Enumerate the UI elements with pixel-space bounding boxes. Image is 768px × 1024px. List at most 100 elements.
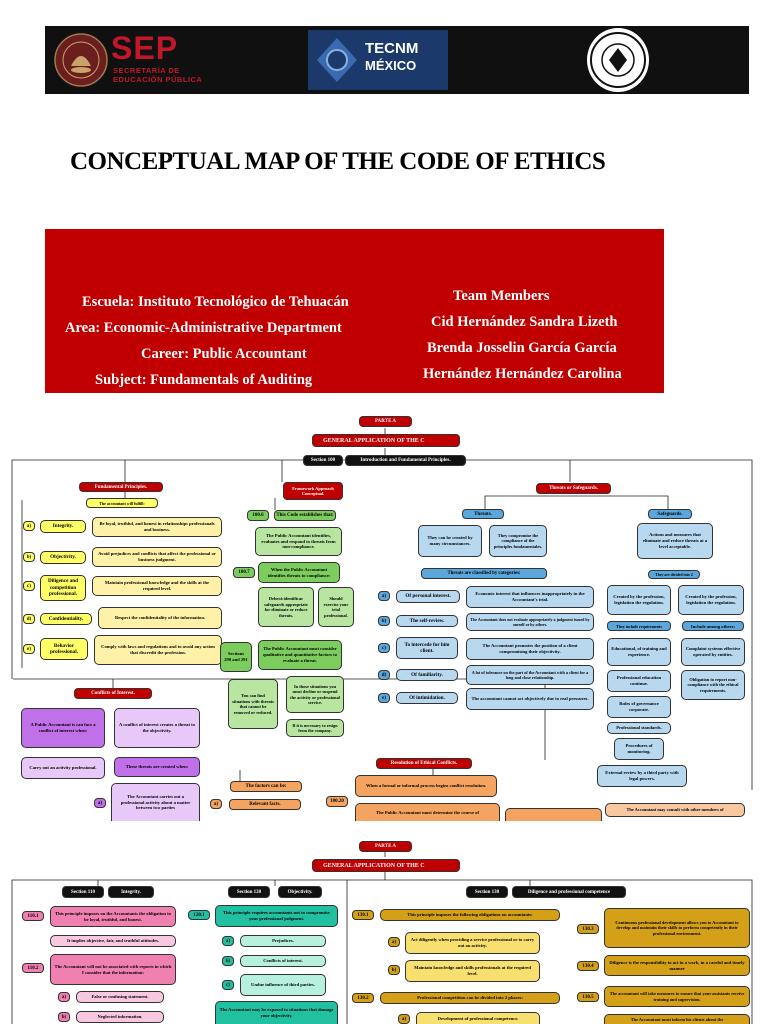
consult-members: The Accountant may consult with other me… — [605, 803, 745, 817]
prejudices: Prejudices. — [240, 935, 326, 947]
principle-b-key: b) — [23, 552, 35, 562]
fundamental-principles-title: Fundamental Principles. — [79, 482, 163, 492]
tecnm-emblem-icon — [317, 38, 357, 82]
threat-e-key: e) — [378, 693, 390, 703]
tecnm-sub: MÉXICO — [365, 58, 417, 73]
should-exercise-trial: Should exercise your trial professional. — [318, 587, 354, 627]
threats-title: Threats. — [462, 509, 504, 519]
area-text: Area: Economic-Administrative Department — [65, 320, 342, 336]
team-member-3: Hernández Hernández Carolina — [423, 366, 622, 382]
sg-external-review: External review by a third party with le… — [597, 765, 687, 787]
threat-d-key: d) — [378, 670, 390, 680]
objectivity-desc: This principle requires accountants not … — [215, 905, 338, 927]
principle-e-name: Behavior professional. — [40, 638, 88, 660]
undue-influence: Undue influence of third parties. — [240, 974, 326, 996]
subject-text: Subject: Fundamentals of Auditing — [95, 372, 313, 388]
sg-standards: Professional standards. — [607, 722, 671, 734]
n110-1: 110.1 — [22, 911, 44, 921]
page-title: CONCEPTUAL MAP OF THE CODE OF ETHICS — [70, 148, 606, 175]
safeguards-actions: Actions and measures that eliminate and … — [637, 523, 713, 559]
threat-c-name: To intercede for him client. — [396, 637, 458, 659]
carries-out-activity: The Accountant carries out a professiona… — [111, 783, 200, 821]
principle-e-key: e) — [23, 644, 35, 654]
principle-d-desc: Respect the confidentiality of the infor… — [98, 607, 222, 629]
team-member-2: Brenda Josselin García García — [427, 340, 617, 356]
not-associated: The Accountant will not be associated wi… — [50, 954, 176, 985]
n110-2: 110.2 — [22, 963, 44, 973]
conflicts-of-interest: Conflicts of interest. — [240, 955, 326, 967]
conflicts-interest-title: Conflicts of Interest. — [74, 688, 152, 699]
sg-governance: Rules of governance corporate. — [607, 696, 671, 718]
principle-c-desc: Maintain professional knowledge and the … — [92, 576, 222, 596]
threat-a-name: Of personal interest. — [396, 590, 460, 603]
false-statement: False or confusing statement. — [76, 991, 164, 1003]
created-by-profession-right: Created by the profession, legislation t… — [678, 585, 744, 615]
orange-connector-box — [505, 808, 602, 821]
sg-obligation-report: Obligation to report non-compliance with… — [681, 670, 745, 700]
threats-classified: Threats are classified by categories: — [421, 568, 547, 579]
development-key: a) — [398, 1014, 410, 1024]
implies-attitudes: It implies objective, fair, and truthful… — [50, 935, 176, 947]
threat-a-key: a) — [378, 591, 390, 601]
section-120: Section 120 — [228, 886, 270, 898]
section-110-integrity: Integrity. — [108, 886, 154, 898]
resolution-title: Resolution of Ethical Conflicts. — [376, 758, 472, 769]
map1-general-application: GENERAL APPLICATION OF THE C — [312, 434, 460, 447]
sep-logo-sub2: EDUCACIÓN PÚBLICA — [113, 75, 203, 84]
n130-4: 130.4 — [577, 961, 599, 971]
map2-general-application: GENERAL APPLICATION OF THE C — [312, 859, 460, 872]
section-130-diligence: Diligence and professional competence — [512, 886, 626, 898]
neglected-key: b) — [58, 1012, 70, 1022]
conflict-a-key: a) — [94, 798, 106, 808]
principle-c-name: Diligence and competition professional. — [40, 575, 86, 601]
section-120-objectivity: Objectivity. — [278, 886, 322, 898]
neglected-information: Neglected information. — [76, 1011, 164, 1023]
map1-section-100-title: Introduction and Fundamental Principles. — [345, 455, 466, 466]
threat-a-desc: Economic interest that influences inappr… — [466, 586, 594, 608]
relevant-facts-key: a) — [210, 799, 222, 809]
map2-parte-a: PARTE A — [359, 841, 412, 852]
sg-complaint-systems: Complaint systems effective operated by … — [681, 638, 745, 666]
must-consider-factors: The Public Accountant must consider qual… — [258, 640, 342, 670]
n130-2: 130.2 — [352, 993, 374, 1003]
section-100-20: 100.20 — [326, 796, 348, 807]
threats-compromise: They compromise the compliance of the pr… — [489, 525, 547, 557]
maintain-knowledge: Maintain knowledge and skills profession… — [405, 960, 540, 982]
divided-into-two: They are divided into 2 — [648, 570, 700, 579]
tecnm-name: TECNM — [365, 40, 419, 57]
principle-a-desc: Be loyal, truthful, and honest in relati… — [92, 517, 222, 537]
diligence-desc: This principle imposes the following obl… — [380, 909, 560, 921]
threat-d-name: Of familiarity. — [396, 669, 458, 681]
resign-company: If it is necessary to resign from the co… — [286, 719, 344, 737]
in-those-situations: In those situations you must decline or … — [286, 676, 344, 713]
principle-c-key: c) — [23, 581, 35, 591]
n130-3: 130.3 — [577, 924, 599, 934]
diligence-responsibility: Diligence is the responsibility to act i… — [604, 955, 750, 976]
school-text: Escuela: Instituto Tecnológico de Tehuac… — [82, 294, 349, 310]
threat-c-key: c) — [378, 643, 390, 653]
principle-e-desc: Comply with laws and regulations and to … — [94, 635, 222, 665]
principle-b-name: Objectivity. — [40, 551, 86, 564]
integrity-desc: This principle imposes on the Accountant… — [50, 906, 176, 927]
must-fulfill-label: The accountant will fulfill: — [86, 498, 158, 508]
section-130: Section 130 — [466, 886, 508, 898]
threats-created-when: These threats are created when: — [114, 757, 200, 777]
act-diligently-key: a) — [388, 937, 400, 947]
act-diligently: Act diligently when providing a service … — [405, 932, 540, 954]
sections-290-291: Sections 290 and 291 — [220, 642, 252, 672]
created-by-profession-left: Created by the profession, legislation t… — [607, 585, 671, 615]
factors-can-be: The factors can be: — [230, 781, 302, 792]
n120-1: 120.1 — [188, 910, 210, 920]
continuous-development: Continuous professional development allo… — [604, 908, 750, 948]
sg-monitoring: Procedures of monitoring. — [614, 738, 664, 760]
mexico-seal-icon — [54, 33, 108, 87]
team-label: Team Members — [453, 288, 550, 304]
threats-safeguards-title: Threats or Safeguards. — [536, 483, 611, 494]
threat-b-name: The self-review. — [396, 615, 458, 627]
framework-approach-title: Framework Approach Conceptual. — [283, 482, 343, 500]
can-find-situations: You can find situations with threats tha… — [228, 679, 278, 729]
development-competence: Development of professional competence. — [416, 1012, 540, 1024]
when-identifies-threats: When the Public Accountant identifies th… — [258, 562, 340, 583]
threat-e-desc: The accountant cannot act objectively du… — [466, 688, 594, 710]
threat-b-desc: The Accountant does not evaluate appropr… — [466, 613, 594, 631]
